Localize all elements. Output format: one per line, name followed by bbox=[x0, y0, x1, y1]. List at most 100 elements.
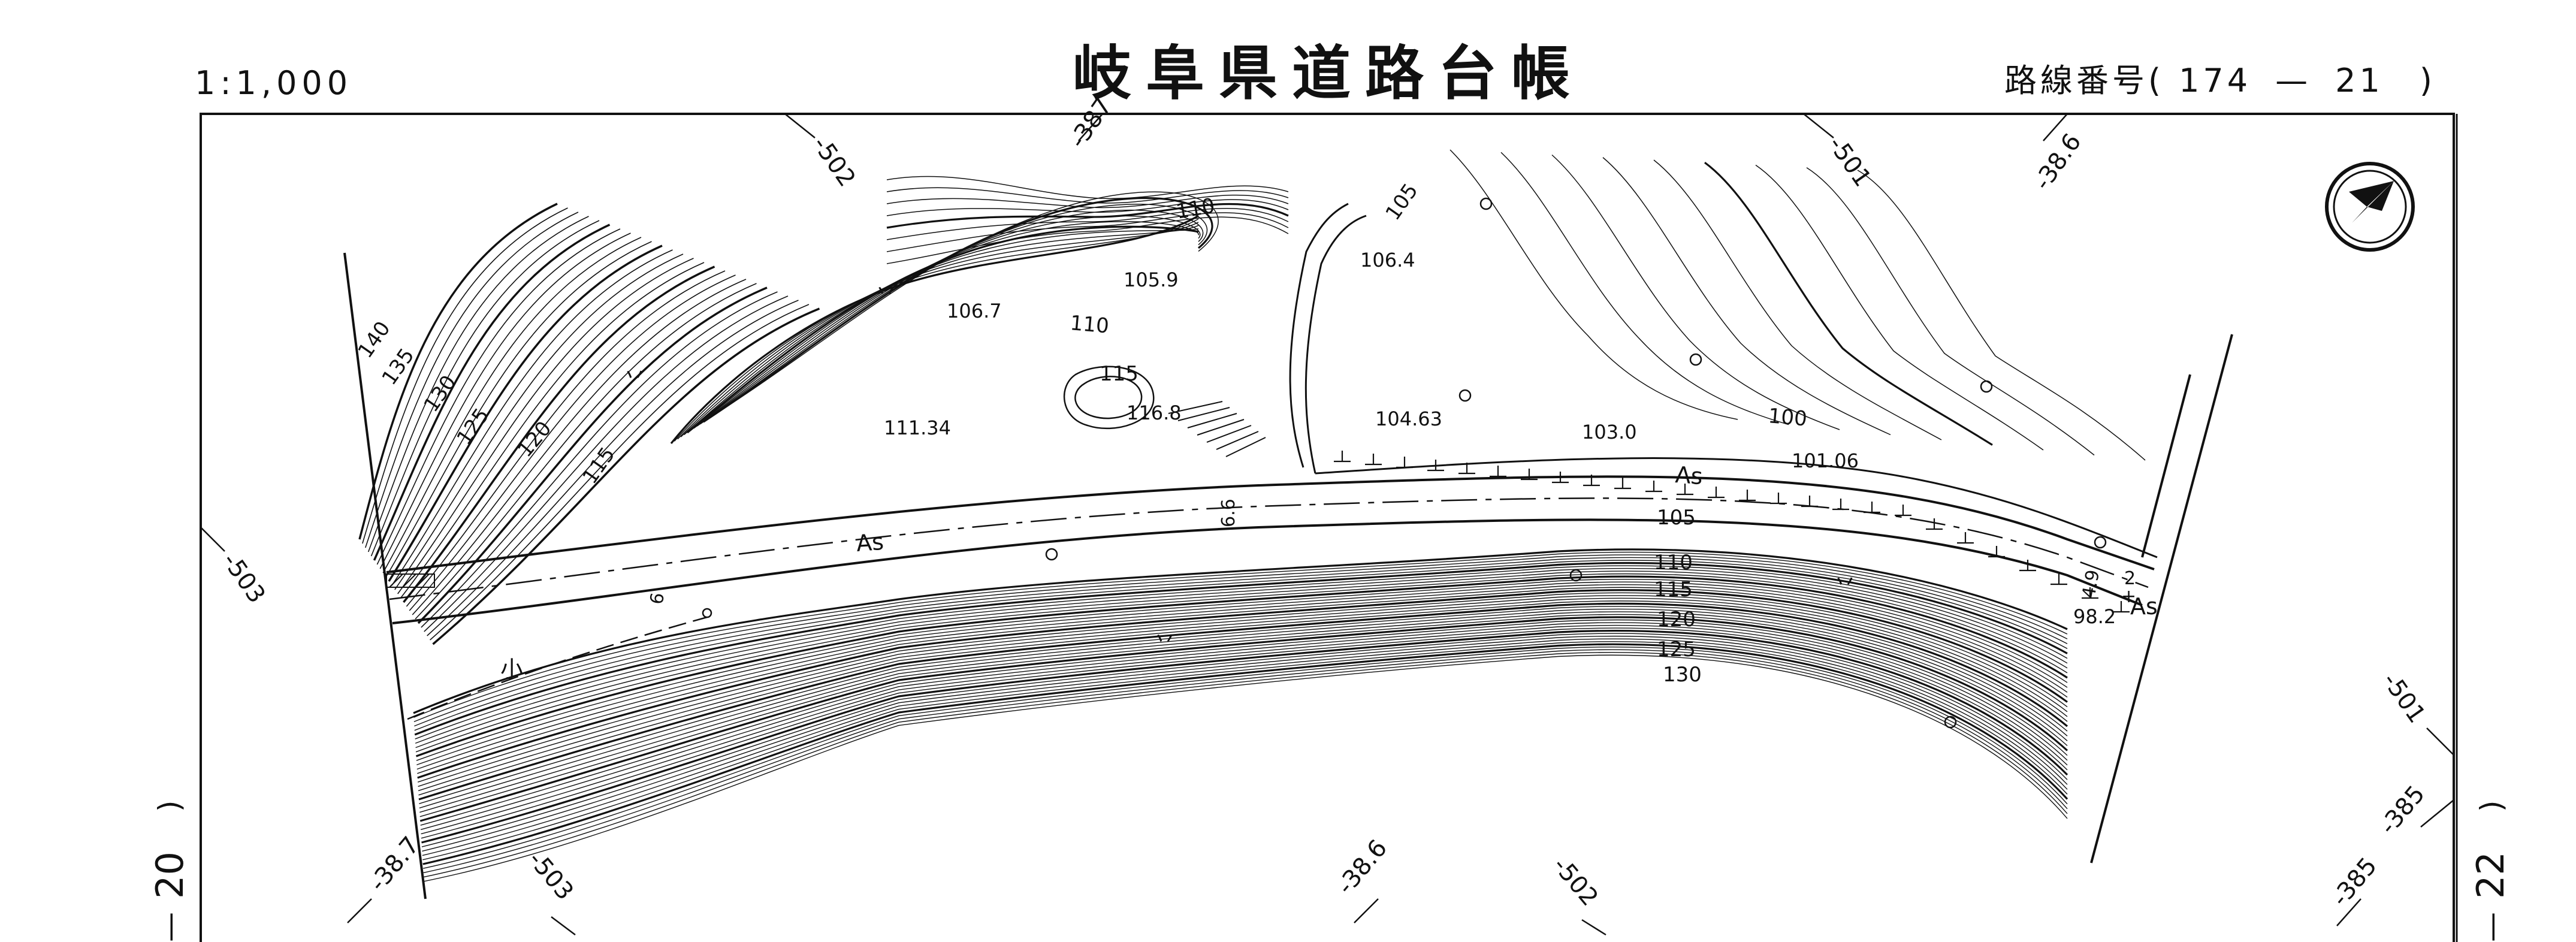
contour-line bbox=[684, 228, 1199, 436]
road-width-plus: + bbox=[2121, 586, 2136, 607]
contour-line bbox=[421, 633, 2068, 847]
contour-line bbox=[1957, 532, 1974, 544]
contour-line bbox=[1197, 419, 1245, 436]
point-markers bbox=[702, 197, 2107, 729]
contour-lines-east bbox=[1449, 149, 2146, 461]
spot-height-1067: 106.7 bbox=[947, 300, 1002, 322]
route-number-dash: — bbox=[2275, 62, 2312, 99]
contour-line bbox=[422, 643, 2068, 865]
vegetation-symbol-2: 丷 bbox=[623, 363, 646, 389]
spot-height-10106: 101.06 bbox=[1792, 449, 1859, 472]
vegetation-symbol-1: 丷 bbox=[875, 279, 898, 305]
contour-line bbox=[432, 307, 820, 645]
contour-label-105-road: 105 bbox=[1657, 506, 1696, 530]
left-sheet-number: 20 bbox=[148, 852, 192, 899]
contour-line bbox=[419, 614, 2068, 817]
pavement-labels: As As As bbox=[856, 461, 2158, 620]
contour-line bbox=[1801, 496, 1818, 508]
contour-line bbox=[1895, 505, 1911, 517]
upper-road-edge bbox=[1315, 457, 2158, 558]
contour-line bbox=[1645, 481, 1662, 493]
contour-label-105-south: 100 bbox=[1767, 404, 1808, 431]
contour-line bbox=[1857, 170, 2146, 461]
contour-line bbox=[1168, 401, 1223, 414]
contour-label-130: 130 bbox=[419, 371, 461, 416]
route-number: 路線番号(174—21) bbox=[2004, 65, 2436, 97]
contour-line bbox=[886, 176, 1289, 200]
vegetation-symbols: 丷 丷 丷 丷 小 bbox=[500, 279, 1856, 683]
road-surface-as-2: As bbox=[1674, 461, 1704, 490]
contour-line bbox=[1677, 484, 1693, 496]
contour-line bbox=[421, 630, 2068, 844]
contour-line bbox=[420, 619, 2068, 826]
grid-labels: -502 -387 -501 -38.6 -503 -501 -38.7 -50… bbox=[217, 93, 2431, 911]
contour-line bbox=[421, 291, 778, 628]
contour-line bbox=[382, 237, 642, 573]
contour-line bbox=[680, 225, 1199, 437]
contour-line bbox=[415, 565, 2068, 739]
contour-line bbox=[886, 203, 1289, 229]
contour-line bbox=[670, 215, 1199, 444]
contour-line bbox=[403, 265, 715, 603]
contour-line bbox=[415, 570, 2068, 748]
contour-label-125: 125 bbox=[452, 404, 494, 449]
left-sheet-dash: — bbox=[152, 912, 187, 942]
contour-line bbox=[1458, 463, 1475, 475]
contour-line bbox=[1653, 159, 1942, 440]
contour-line bbox=[421, 624, 2068, 835]
grid-label-bottom-5: -385 bbox=[2326, 852, 2382, 911]
contour-line bbox=[886, 212, 1289, 252]
contour-line bbox=[418, 600, 2068, 796]
vegetation-symbol-4: 丷 bbox=[1834, 569, 1856, 596]
contour-line bbox=[419, 616, 2068, 822]
contour-line bbox=[693, 215, 1201, 429]
spot-height-10463: 104.63 bbox=[1375, 407, 1442, 430]
contour-line bbox=[423, 652, 2068, 878]
contour-line bbox=[376, 228, 621, 565]
contour-label-115-south: 115 bbox=[1654, 578, 1693, 602]
main-road-south-edge bbox=[392, 518, 2143, 624]
spot-height-982: 98.2 bbox=[2073, 605, 2116, 628]
contour-line bbox=[414, 561, 2068, 736]
contour-line bbox=[690, 221, 1199, 431]
grid-label-bottom-6: -385 bbox=[2374, 780, 2430, 840]
grid-ticks bbox=[200, 113, 2454, 936]
contour-line bbox=[1770, 493, 1787, 505]
contour-line bbox=[1365, 454, 1382, 466]
route-number-close: ) bbox=[2419, 62, 2436, 99]
contour-line bbox=[419, 606, 2068, 804]
contour-line bbox=[886, 199, 1289, 216]
contour-line bbox=[1427, 460, 1444, 472]
contour-line bbox=[1704, 161, 1993, 446]
contour-line bbox=[414, 560, 2068, 731]
road-surface-as-3: As bbox=[2130, 593, 2158, 620]
contour-label-115-knoll: 115 bbox=[1100, 362, 1138, 386]
contour-line bbox=[416, 581, 2068, 766]
contour-line bbox=[394, 253, 684, 590]
spot-heights: 106.7 105.9 106.4 116.8 111.34 104.63 10… bbox=[884, 249, 2116, 628]
spot-height-1059: 105.9 bbox=[1124, 268, 1179, 291]
contour-line bbox=[677, 222, 1199, 440]
contour-line bbox=[427, 300, 799, 636]
contour-line bbox=[674, 218, 1199, 442]
contour-line bbox=[2113, 601, 2130, 613]
contour-line bbox=[700, 204, 1207, 425]
contour-line bbox=[417, 587, 2068, 774]
sheet-title: 岐阜県道路台帳 bbox=[1073, 40, 1585, 108]
road-width-66: 6.6 bbox=[1218, 499, 1239, 527]
contour-line bbox=[358, 203, 558, 540]
contour-line bbox=[406, 270, 726, 607]
inner-road-edge bbox=[1289, 203, 1349, 468]
contour-label-125-south: 125 bbox=[1657, 638, 1696, 662]
grid-label-top-4: -38.6 bbox=[2029, 129, 2087, 195]
contour-line bbox=[1602, 157, 1891, 436]
contour-line bbox=[1583, 475, 1600, 487]
contour-line bbox=[400, 262, 705, 599]
contour-line bbox=[424, 654, 2068, 882]
contour-label-105: 105 bbox=[1381, 179, 1423, 225]
contour-line bbox=[886, 208, 1289, 240]
road-surface-as-1: As bbox=[856, 529, 885, 557]
route-number-value: 174 bbox=[2179, 62, 2252, 99]
contour-line bbox=[379, 233, 631, 569]
sheet-edges bbox=[343, 252, 2233, 899]
